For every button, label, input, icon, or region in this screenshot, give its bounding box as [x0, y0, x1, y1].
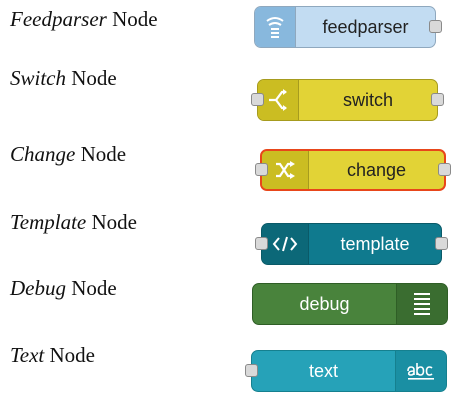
text-node-caption: Text Node [10, 343, 95, 367]
caption-italic: Debug [10, 276, 66, 300]
node-label: text [308, 360, 338, 381]
feedparser-node[interactable]: feedparser [254, 6, 442, 48]
output-port[interactable] [429, 20, 442, 33]
caption-italic: Feedparser [10, 7, 107, 31]
change-node-caption: Change Node [10, 142, 126, 166]
caption-italic: Change [10, 142, 76, 166]
caption-rest: Node [106, 7, 158, 31]
change-node[interactable]: change [255, 149, 451, 191]
switch-icon [258, 80, 299, 120]
feedparser-node-caption: Feedparser Node [10, 7, 158, 31]
caption-italic: Text [10, 343, 45, 367]
output-port[interactable] [438, 163, 451, 176]
caption-italic: Switch [10, 66, 66, 90]
caption-italic: Template [10, 210, 87, 234]
node-label: debug [299, 293, 350, 314]
caption-rest: Node [44, 343, 95, 367]
feed-icon [255, 7, 296, 47]
node-label: switch [342, 89, 393, 110]
input-port[interactable] [251, 93, 264, 106]
switch-node[interactable]: switch [251, 79, 444, 121]
caption-rest: Node [75, 142, 127, 166]
output-port[interactable] [431, 93, 444, 106]
input-port[interactable] [255, 237, 268, 250]
node-label: feedparser [322, 16, 409, 37]
debug-node-caption: Debug Node [10, 276, 117, 300]
node-label: template [340, 233, 410, 254]
shuffle-icon [262, 151, 309, 189]
debug-node[interactable]: debug [252, 283, 448, 325]
code-icon [262, 224, 309, 264]
template-node-caption: Template Node [10, 210, 137, 234]
input-port[interactable] [245, 364, 258, 377]
abc-icon [395, 351, 446, 391]
list-icon [396, 284, 447, 324]
input-port[interactable] [255, 163, 268, 176]
node-label: change [346, 159, 407, 180]
caption-rest: Node [66, 66, 117, 90]
template-node[interactable]: template [255, 223, 448, 265]
switch-node-caption: Switch Node [10, 66, 117, 90]
caption-rest: Node [66, 276, 117, 300]
text-node[interactable]: text [245, 350, 447, 392]
output-port[interactable] [435, 237, 448, 250]
caption-rest: Node [86, 210, 137, 234]
